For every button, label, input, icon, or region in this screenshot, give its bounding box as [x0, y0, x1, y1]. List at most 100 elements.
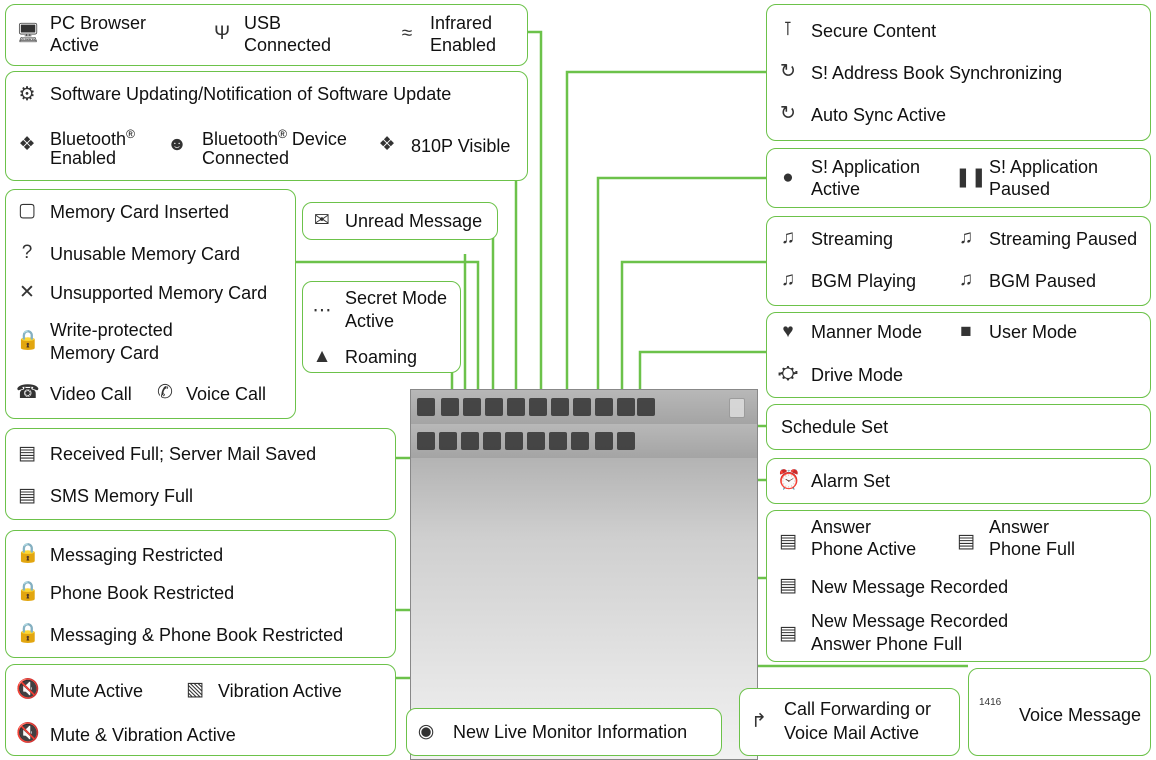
bgm-playing-label: BGM Playing	[811, 271, 917, 291]
voice-message-label: Voice Message	[1019, 705, 1142, 725]
signal-icon	[417, 398, 435, 416]
box-connectivity: 🖥 PC Browser Active Ψ USB Connected ≈ In…	[5, 4, 528, 66]
box-schedule: Schedule Set	[766, 404, 1151, 450]
box-unread: ✉ Unread Message	[302, 202, 498, 240]
visible-label: 810P Visible	[411, 136, 511, 156]
mute-label: Mute Active	[50, 681, 144, 701]
msg-restricted-label: Messaging Restricted	[50, 545, 224, 565]
streaming-icon: ♫	[780, 227, 796, 248]
call-forward-label-2: Voice Mail Active	[784, 723, 920, 743]
app-status-icon	[595, 398, 613, 416]
new-recorded-icon: ▤	[779, 575, 797, 596]
memory-unsupported-icon: ✕	[19, 282, 35, 303]
box-voice-message: 1416 Voice Message	[968, 668, 1151, 756]
phone-screen	[410, 389, 758, 760]
pc-browser-label: PC Browser	[50, 13, 147, 33]
visible-icon: ❖	[378, 134, 396, 155]
usb-label: USB	[244, 13, 282, 33]
video-call-icon: ☎	[16, 382, 40, 403]
envelope-icon: ✉	[314, 210, 330, 231]
line-streaming	[620, 260, 766, 398]
memory-unusable-label: Unusable Memory Card	[50, 244, 241, 264]
sab-sync-label: S! Address Book Synchronizing	[811, 63, 1063, 83]
video-call-label: Video Call	[50, 384, 132, 404]
voice-call-label: Voice Call	[186, 384, 267, 404]
memory-unusable-icon: ?	[21, 242, 33, 263]
infrared-label-2: Enabled	[430, 35, 497, 55]
manner-mode-icon: ♥	[782, 321, 794, 342]
roaming-icon: ▲	[312, 346, 332, 367]
answer-active-label-2: Phone Active	[811, 539, 917, 559]
received-full-status-icon	[417, 432, 435, 450]
box-sync: ⊺ Secure Content ↻ S! Address Book Synch…	[766, 4, 1151, 141]
memory-write-protected-icon: 🔒	[16, 330, 40, 351]
line-infrared	[527, 30, 543, 398]
answer-phone-icon: ▤	[779, 531, 797, 552]
pc-browser-icon: 🖥	[16, 23, 41, 44]
restricted-status-icon	[461, 432, 479, 450]
streaming-paused-label: Streaming Paused	[989, 229, 1138, 249]
manner-label: Manner Mode	[811, 322, 923, 342]
usb-label-2: Connected	[244, 35, 332, 55]
registered-mark: ®	[126, 127, 135, 141]
sapp-label: S! Application	[811, 157, 921, 177]
usb-icon: Ψ	[214, 23, 230, 44]
streaming-label: Streaming	[811, 229, 894, 249]
vibration-label: Vibration Active	[218, 681, 342, 701]
bluetooth-enabled-label: Bluetooth®	[50, 127, 135, 149]
new-recorded-full-icon: ▤	[779, 623, 797, 644]
auto-sync-icon: ↻	[780, 103, 796, 124]
answer-full-label-2: Phone Full	[989, 539, 1076, 559]
pc-browser-status-icon	[551, 398, 569, 416]
infrared-icon: ≈	[401, 23, 413, 44]
battery-icon	[729, 398, 745, 418]
secret-label-2: Active	[345, 311, 395, 331]
box-alarm: ⏰ Alarm Set	[766, 458, 1151, 504]
mute-vibration-icon: 🔇	[16, 723, 40, 744]
registered-mark-2: ®	[278, 127, 287, 141]
pc-browser-label-2: Active	[50, 35, 100, 55]
sms-full-label: SMS Memory Full	[50, 486, 194, 506]
pb-restricted-label: Phone Book Restricted	[50, 583, 235, 603]
schedule-status-icon	[617, 432, 635, 450]
box-streaming: ♫ Streaming ♫ Streaming Paused ♫ BGM Pla…	[766, 216, 1151, 306]
answer-full-icon: ▤	[957, 531, 975, 552]
drive-label: Drive Mode	[811, 365, 904, 385]
secure-content-icon: ⊺	[783, 19, 793, 40]
bluetooth-device-label: Bluetooth® Device	[202, 127, 347, 149]
live-monitor-icon: ◉	[417, 721, 435, 742]
sapp-icon: ●	[782, 167, 794, 188]
alarm-status-icon	[595, 432, 613, 450]
call-forward-icon: ↱	[751, 711, 767, 732]
answer-active-label: Answer	[811, 517, 872, 537]
bluetooth-enabled-label-2: Enabled	[50, 148, 117, 168]
box-memory-card: ▢ Memory Card Inserted ? Unusable Memory…	[5, 189, 296, 419]
call-forward-label: Call Forwarding or	[784, 699, 932, 719]
schedule-label: Schedule Set	[781, 417, 889, 437]
sms-full-icon: ▤	[18, 485, 36, 506]
received-full-icon: ▤	[18, 443, 36, 464]
bluetooth-status-icon	[507, 398, 525, 416]
mail-status-icon	[485, 398, 503, 416]
alarm-label: Alarm Set	[811, 471, 891, 491]
mute-icon: 🔇	[16, 679, 40, 700]
live-monitor-label: New Live Monitor Information	[453, 722, 688, 742]
box-live-monitor: ◉ New Live Monitor Information	[406, 708, 722, 756]
roaming-status-icon	[441, 398, 459, 416]
voice-message-status-icon	[549, 432, 567, 450]
sapp-paused-icon: ❚❚	[955, 167, 987, 188]
bluetooth-device-label-2: Connected	[202, 148, 290, 168]
phonebook-restricted-icon: 🔒	[16, 581, 40, 602]
mute-vibration-label: Mute & Vibration Active	[50, 725, 236, 745]
received-full-label: Received Full; Server Mail Saved	[50, 444, 317, 464]
drive-mode-icon: ⛮	[778, 363, 798, 384]
line-sapp	[596, 176, 766, 398]
memory-unsupported-label: Unsupported Memory Card	[50, 283, 268, 303]
bgm-paused-label: BGM Paused	[989, 271, 1097, 291]
secret-mode-icon: ⋯	[312, 300, 332, 321]
vibration-status-icon	[483, 432, 501, 450]
answer-full-label: Answer	[989, 517, 1050, 537]
manner-status-icon	[637, 398, 655, 416]
voice-call-icon: ✆	[157, 382, 173, 403]
bluetooth-icon: ❖	[18, 134, 36, 155]
